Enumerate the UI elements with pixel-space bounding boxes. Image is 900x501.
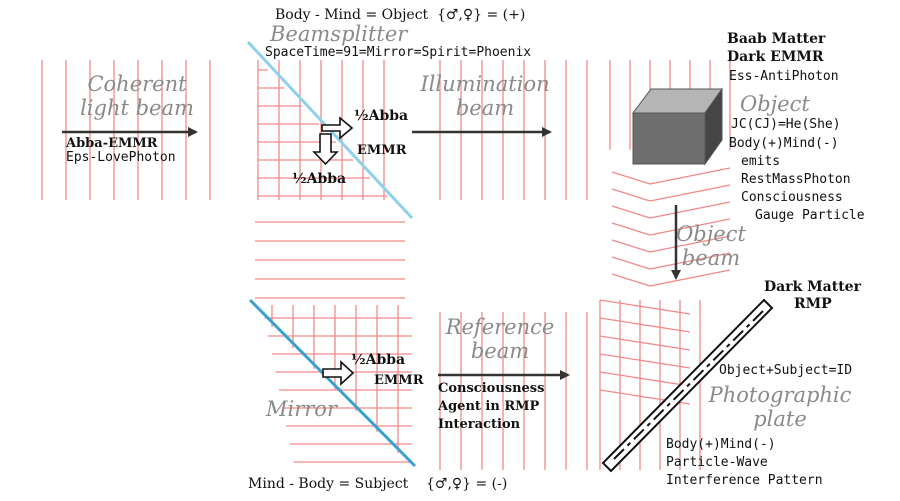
half-abba-down-arrow <box>312 133 339 166</box>
photographic-plate <box>601 298 774 473</box>
wave-grid-line <box>611 188 651 202</box>
mind-body-subject-equation: Mind - Body = Subject <box>248 476 409 492</box>
negative-sign-equation: {♂,♀} = (-) <box>426 476 508 492</box>
emits-label: emits <box>741 154 781 169</box>
wave-grid-line <box>599 317 691 333</box>
object-cube <box>632 87 723 166</box>
mirror-half-abba-arrow <box>322 360 355 386</box>
jc-he-she-label: JC(CJ)=He(She) <box>731 117 841 132</box>
wave-grid-line <box>611 256 651 270</box>
body-mind-plate-label: Body(+)Mind(-) <box>666 437 776 452</box>
consciousness-label: Consciousness <box>741 190 843 205</box>
gauge-particle-label: Gauge Particle <box>755 208 865 223</box>
object-subject-id-label: Object+Subject=ID <box>719 363 853 378</box>
wave-grid-line <box>649 184 731 202</box>
wave-grid-line <box>611 205 651 219</box>
body-mind-object-equation: Body - Mind = Object <box>275 7 429 23</box>
wave-grid-line <box>649 235 731 253</box>
baab-matter-label: Baab Matter <box>727 31 826 47</box>
wave-grid-line <box>611 171 651 185</box>
abba-emmr-label: Abba-EMMR <box>66 136 158 151</box>
wave-grid-line <box>649 201 731 219</box>
particle-wave-label: Particle-Wave <box>666 455 768 470</box>
wave-grid-line <box>611 222 651 236</box>
interference-pattern-label: Interference Pattern <box>666 473 823 488</box>
emmr-mirror-label: EMMR <box>374 373 424 388</box>
body-mind-object-label: Body(+)Mind(-) <box>729 136 839 151</box>
wave-grid-line <box>649 167 731 185</box>
dark-emmr-label: Dark EMMR <box>727 49 824 65</box>
half-abba-right-arrow <box>321 116 354 140</box>
wave-grid-line <box>649 269 731 287</box>
wave-grid-line <box>611 273 651 287</box>
half-abba-top-label: ½Abba <box>354 108 409 124</box>
positive-sign-equation: {♂,♀} = (+) <box>437 7 526 23</box>
wave-grid-line <box>599 335 691 351</box>
wave-grid-line <box>649 252 731 270</box>
mirror-line <box>248 298 417 468</box>
rmp-label: RMP <box>794 296 832 312</box>
wave-grid-line <box>611 239 651 253</box>
consciousness-agent-label: Consciousness Agent in RMP Interaction <box>438 381 545 432</box>
dark-matter-label: Dark Matter <box>764 279 861 295</box>
restmassphoton-label: RestMassPhoton <box>741 172 851 187</box>
wave-grid-line <box>599 371 691 387</box>
emmr-top-label: EMMR <box>357 143 407 158</box>
beamsplitter-label: Beamsplitter <box>270 22 408 46</box>
wave-grid-line <box>649 218 731 236</box>
wave-grid-line <box>599 353 691 369</box>
half-abba-split-label: ½Abba <box>292 171 347 187</box>
half-abba-mirror-label: ½Abba <box>351 352 406 368</box>
mirror-label: Mirror <box>266 397 337 421</box>
spacetime-equation: SpaceTime=91=Mirror=Spirit=Phoenix <box>265 45 532 60</box>
ess-antiphoton-label: Ess-AntiPhoton <box>729 69 839 84</box>
object-label: Object <box>740 92 810 116</box>
eps-lovephoton-label: Eps-LovePhoton <box>66 150 176 165</box>
wave-grid-line <box>599 299 691 315</box>
